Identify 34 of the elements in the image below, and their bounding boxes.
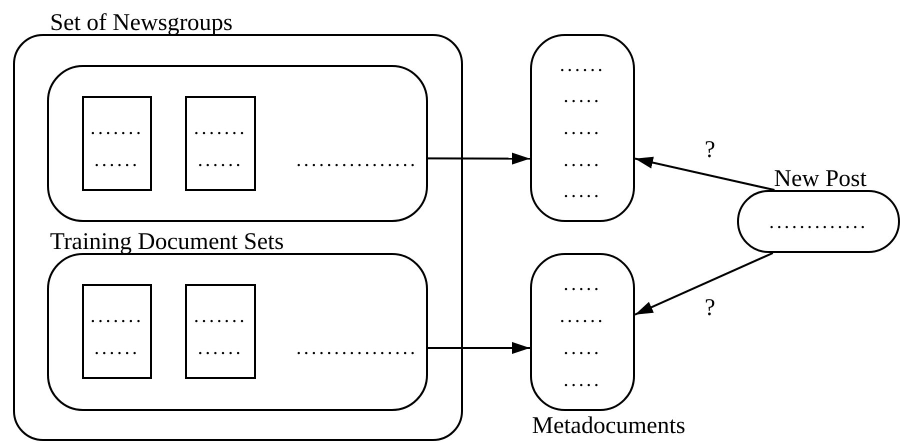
metadocument-box: [530, 34, 635, 222]
placeholder-text: ......: [94, 336, 140, 358]
arrow: [428, 152, 530, 165]
set-box: [47, 65, 428, 222]
heading: New Post: [774, 167, 867, 191]
document-box: [185, 96, 256, 191]
placeholder-text: .......: [194, 304, 248, 326]
placeholder-text: ................: [296, 337, 418, 359]
placeholder-text: ......: [198, 148, 244, 170]
placeholder-text: .......: [90, 304, 144, 326]
placeholder-text: .....: [564, 85, 602, 108]
arrow: [634, 252, 774, 316]
document-box: [82, 284, 152, 379]
placeholder-text: ......: [94, 148, 140, 170]
document-box: [82, 96, 152, 191]
placeholder-text: .....: [564, 337, 602, 359]
placeholder-text: .....: [564, 369, 602, 391]
arrow: [634, 156, 775, 191]
placeholder-text: .....: [564, 148, 602, 171]
arrow: [428, 342, 530, 354]
placeholder-text: .....: [564, 116, 602, 139]
heading: Training Document Sets: [50, 230, 284, 254]
placeholder-text: .......: [194, 116, 248, 138]
placeholder-text: .....: [564, 180, 602, 202]
placeholder-text: ......: [560, 305, 606, 327]
placeholder-text: .....: [564, 273, 602, 295]
heading: Set of Newsgroups: [50, 11, 233, 35]
node-label: Metadocuments: [532, 414, 686, 438]
placeholder-text: .......: [90, 116, 144, 138]
placeholder-text: ......: [198, 336, 244, 358]
placeholder-text: ......: [560, 54, 606, 76]
document-box: [185, 284, 256, 379]
placeholder-text: .............: [769, 210, 868, 232]
placeholder-text: ................: [296, 149, 418, 171]
